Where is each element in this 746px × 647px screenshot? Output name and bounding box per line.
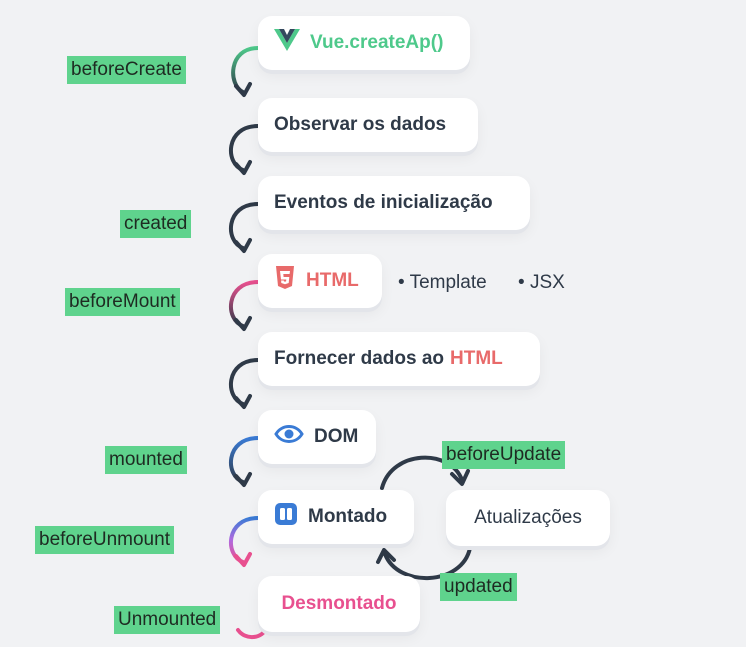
hook-before-update: beforeUpdate	[442, 441, 566, 469]
arrow-updated	[383, 546, 472, 580]
html5-icon	[274, 266, 296, 296]
hook-created: created	[120, 210, 192, 238]
hook-unmounted: Unmounted	[114, 606, 221, 634]
node-vue-create-app-label: Vue.createAp()	[310, 32, 444, 53]
node-dom-label: DOM	[314, 426, 359, 447]
hook-before-create: beforeCreate	[67, 56, 186, 84]
hook-mounted: mounted	[105, 446, 187, 474]
node-unmounted: Desmontado	[258, 576, 420, 632]
node-dom: DOM	[258, 410, 376, 464]
node-provide-data-html: HTML	[450, 348, 503, 369]
node-updates: Atualizações	[446, 490, 610, 546]
hook-updated: updated	[440, 573, 517, 601]
node-init-events-label: Eventos de inicialização	[274, 192, 493, 213]
node-vue-create-app: Vue.createAp()	[258, 16, 470, 70]
node-observe-data-label: Observar os dados	[274, 114, 447, 135]
node-provide-data: Fornecer dados ao HTML	[258, 332, 540, 386]
node-html: HTML	[258, 254, 382, 308]
template-option-template: • Template	[398, 272, 487, 293]
hook-before-unmount: beforeUnmount	[35, 526, 174, 554]
trello-board-icon	[274, 502, 298, 532]
node-init-events: Eventos de inicialização	[258, 176, 530, 230]
arrow-before-update	[380, 455, 464, 490]
template-option-jsx: • JSX	[518, 272, 565, 293]
node-updates-label: Atualizações	[474, 507, 582, 528]
node-mounted-label: Montado	[308, 506, 388, 527]
eye-icon	[274, 424, 304, 450]
node-html-label: HTML	[306, 270, 359, 291]
node-mounted: Montado	[258, 490, 414, 544]
node-observe-data: Observar os dados	[258, 98, 478, 152]
hook-before-mount: beforeMount	[65, 288, 180, 316]
node-provide-data-label: Fornecer dados ao	[274, 348, 444, 369]
vue-logo-icon	[274, 29, 300, 57]
node-unmounted-label: Desmontado	[281, 593, 397, 614]
